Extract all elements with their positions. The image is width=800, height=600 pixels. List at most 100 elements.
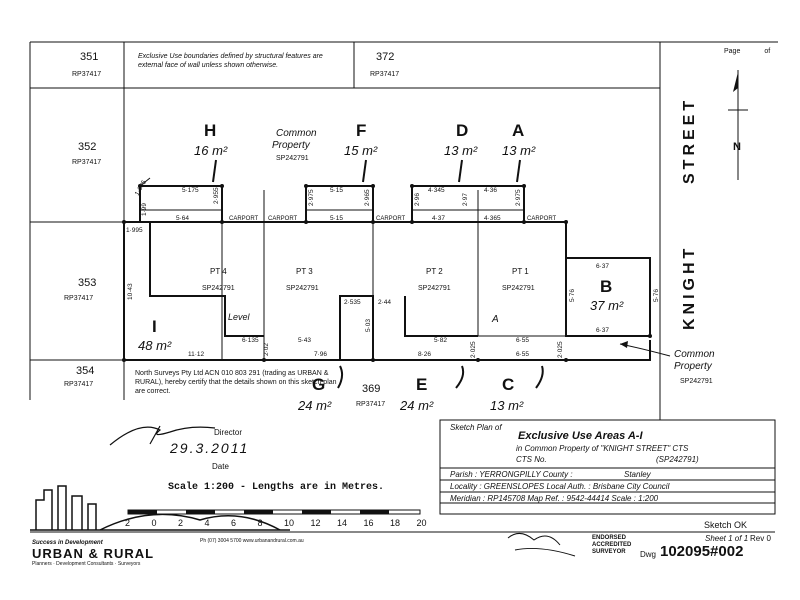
dim-1043: 10·43 [127,283,134,300]
dim-1095: 1·095 [134,179,149,197]
north-arrow [728,70,748,180]
dim-112: 11·12 [188,351,205,358]
pt4-sp: SP242791 [202,285,235,292]
common-property-line2: Property [272,140,311,151]
pt4-outline [149,222,264,337]
titleblock-meridian: Meridian : RP145708 Map Ref. : 9542-4441… [450,494,659,503]
street-label-street: STREET [681,97,698,184]
area-f-size: 15 m² [344,143,378,158]
dim-2955: 2·955 [213,187,220,204]
area-f-letter: F [356,121,366,140]
area-h-corner [139,177,151,187]
leader-h [212,159,217,183]
leader-a [516,159,521,183]
scale-tick-label: 14 [337,518,347,528]
area-i-size: 48 m² [138,338,172,353]
common-property-right-plan: SP242791 [680,378,713,385]
dwg-prefix: Dwg [640,550,657,559]
pt3-sp: SP242791 [286,285,319,292]
area-d-size: 13 m² [444,143,478,158]
dim-576a: 5·76 [569,289,576,302]
scale-tick-label: 6 [231,518,236,528]
lot-354: 354 [76,365,94,377]
dim-2975b: 2·975 [515,189,522,206]
dim-2535: 2·535 [344,299,361,306]
area-c-size: 13 m² [490,398,524,413]
titleblock-locality: Locality : GREENSLOPES Local Auth. : Bri… [450,482,670,491]
scale-tick-label: 4 [205,518,210,528]
pt2-sp: SP242791 [418,285,451,292]
lot-352: 352 [78,141,96,153]
dim-436: 4·36 [484,187,497,194]
scale-tick-label: 12 [311,518,321,528]
lot-354-rp: RP37417 [64,381,93,388]
dim-503: 5·03 [365,319,372,332]
skyline-logo [30,485,290,531]
brand-sub: Planners · Development Consultants · Sur… [32,561,141,567]
brand-contact: Ph (07) 3004 5700 www.urbanandrural.com.… [200,538,304,544]
drawing-number: 102095#002 [660,543,744,560]
dim-796: 7·96 [314,351,327,358]
dim-296: 2·96 [414,193,421,206]
dim-297: 2·97 [462,193,469,206]
carport-2: CARPORT [268,216,298,222]
page-word: Page [724,48,741,55]
endorsed-line1: ENDORSED [592,535,627,541]
titleblock-in-common: in Common Property of "KNIGHT STREET" CT… [516,444,689,453]
common-property-plan: SP242791 [276,155,309,162]
common-property-leader [619,343,671,357]
dim-5175: 5·175 [182,187,199,194]
lot-372: 372 [376,51,394,63]
sketch-plan-of: Sketch Plan of [450,423,502,432]
area-i-letter: I [152,317,157,336]
lot-351: 351 [80,51,98,63]
titleblock-sp-ref: (SP242791) [656,455,699,464]
titleblock-cts-no: CTS No. [516,455,547,464]
lot-351-rp: RP37417 [72,71,101,78]
brand-name: URBAN & RURAL [32,546,155,561]
scale-tick-label: 18 [390,518,400,528]
area-b-size: 37 m² [590,298,624,313]
dim-655a: 6·55 [516,337,529,344]
scale-tick-label: 2 [125,518,130,528]
scale-tick-label: 10 [284,518,294,528]
carport-4: CARPORT [527,216,557,222]
area-a-size: 13 m² [502,143,536,158]
carport-3: CARPORT [376,216,406,222]
certificate-text: North Surveys Pty Ltd ACN 010 803 291 (t… [135,370,337,395]
north-label: N [733,141,741,153]
titleblock-frame [439,419,776,515]
scale-tick-label: 16 [364,518,374,528]
level-label: Level [228,312,251,322]
dim-2965: 2·965 [364,189,371,206]
lot-353: 353 [78,277,96,289]
area-c-letter: C [502,375,514,394]
titleblock-parish: Parish : YERRONGPILLY County : [450,470,573,479]
area-g-size: 24 m² [297,398,332,413]
scale-tick-label: 8 [258,518,263,528]
pt3-step [339,295,374,360]
endorsed-line2: ACCREDITED [592,542,632,548]
titleblock-county: Stanley [624,470,651,479]
pt1-label: PT 1 [512,267,529,276]
area-e-letter: E [416,375,427,394]
scale-title: Scale 1:200 - Lengths are in Metres. [168,482,385,493]
area-b-letter: B [600,277,612,296]
boundary-note: Exclusive Use boundaries defined by stru… [138,53,323,69]
scale-bar [127,509,421,515]
titleblock-rev: Rev 0 [750,534,771,543]
dim-244: 2·44 [378,299,391,306]
area-h-letter: H [204,121,216,140]
common-property-right-line2: Property [674,361,713,372]
lot-369-rp: RP37417 [356,401,385,408]
pt3-label: PT 3 [296,267,313,276]
date-label: Date [212,462,229,471]
dim-637a: 6·37 [596,263,609,270]
street-label-knight: KNIGHT [681,245,698,330]
scale-tick-label: 0 [152,518,157,528]
dim-2025b: 2·025 [557,341,564,358]
brand-block: Success in Development URBAN & RURAL Pla… [32,540,154,567]
dim-202: 2·02 [263,343,270,356]
